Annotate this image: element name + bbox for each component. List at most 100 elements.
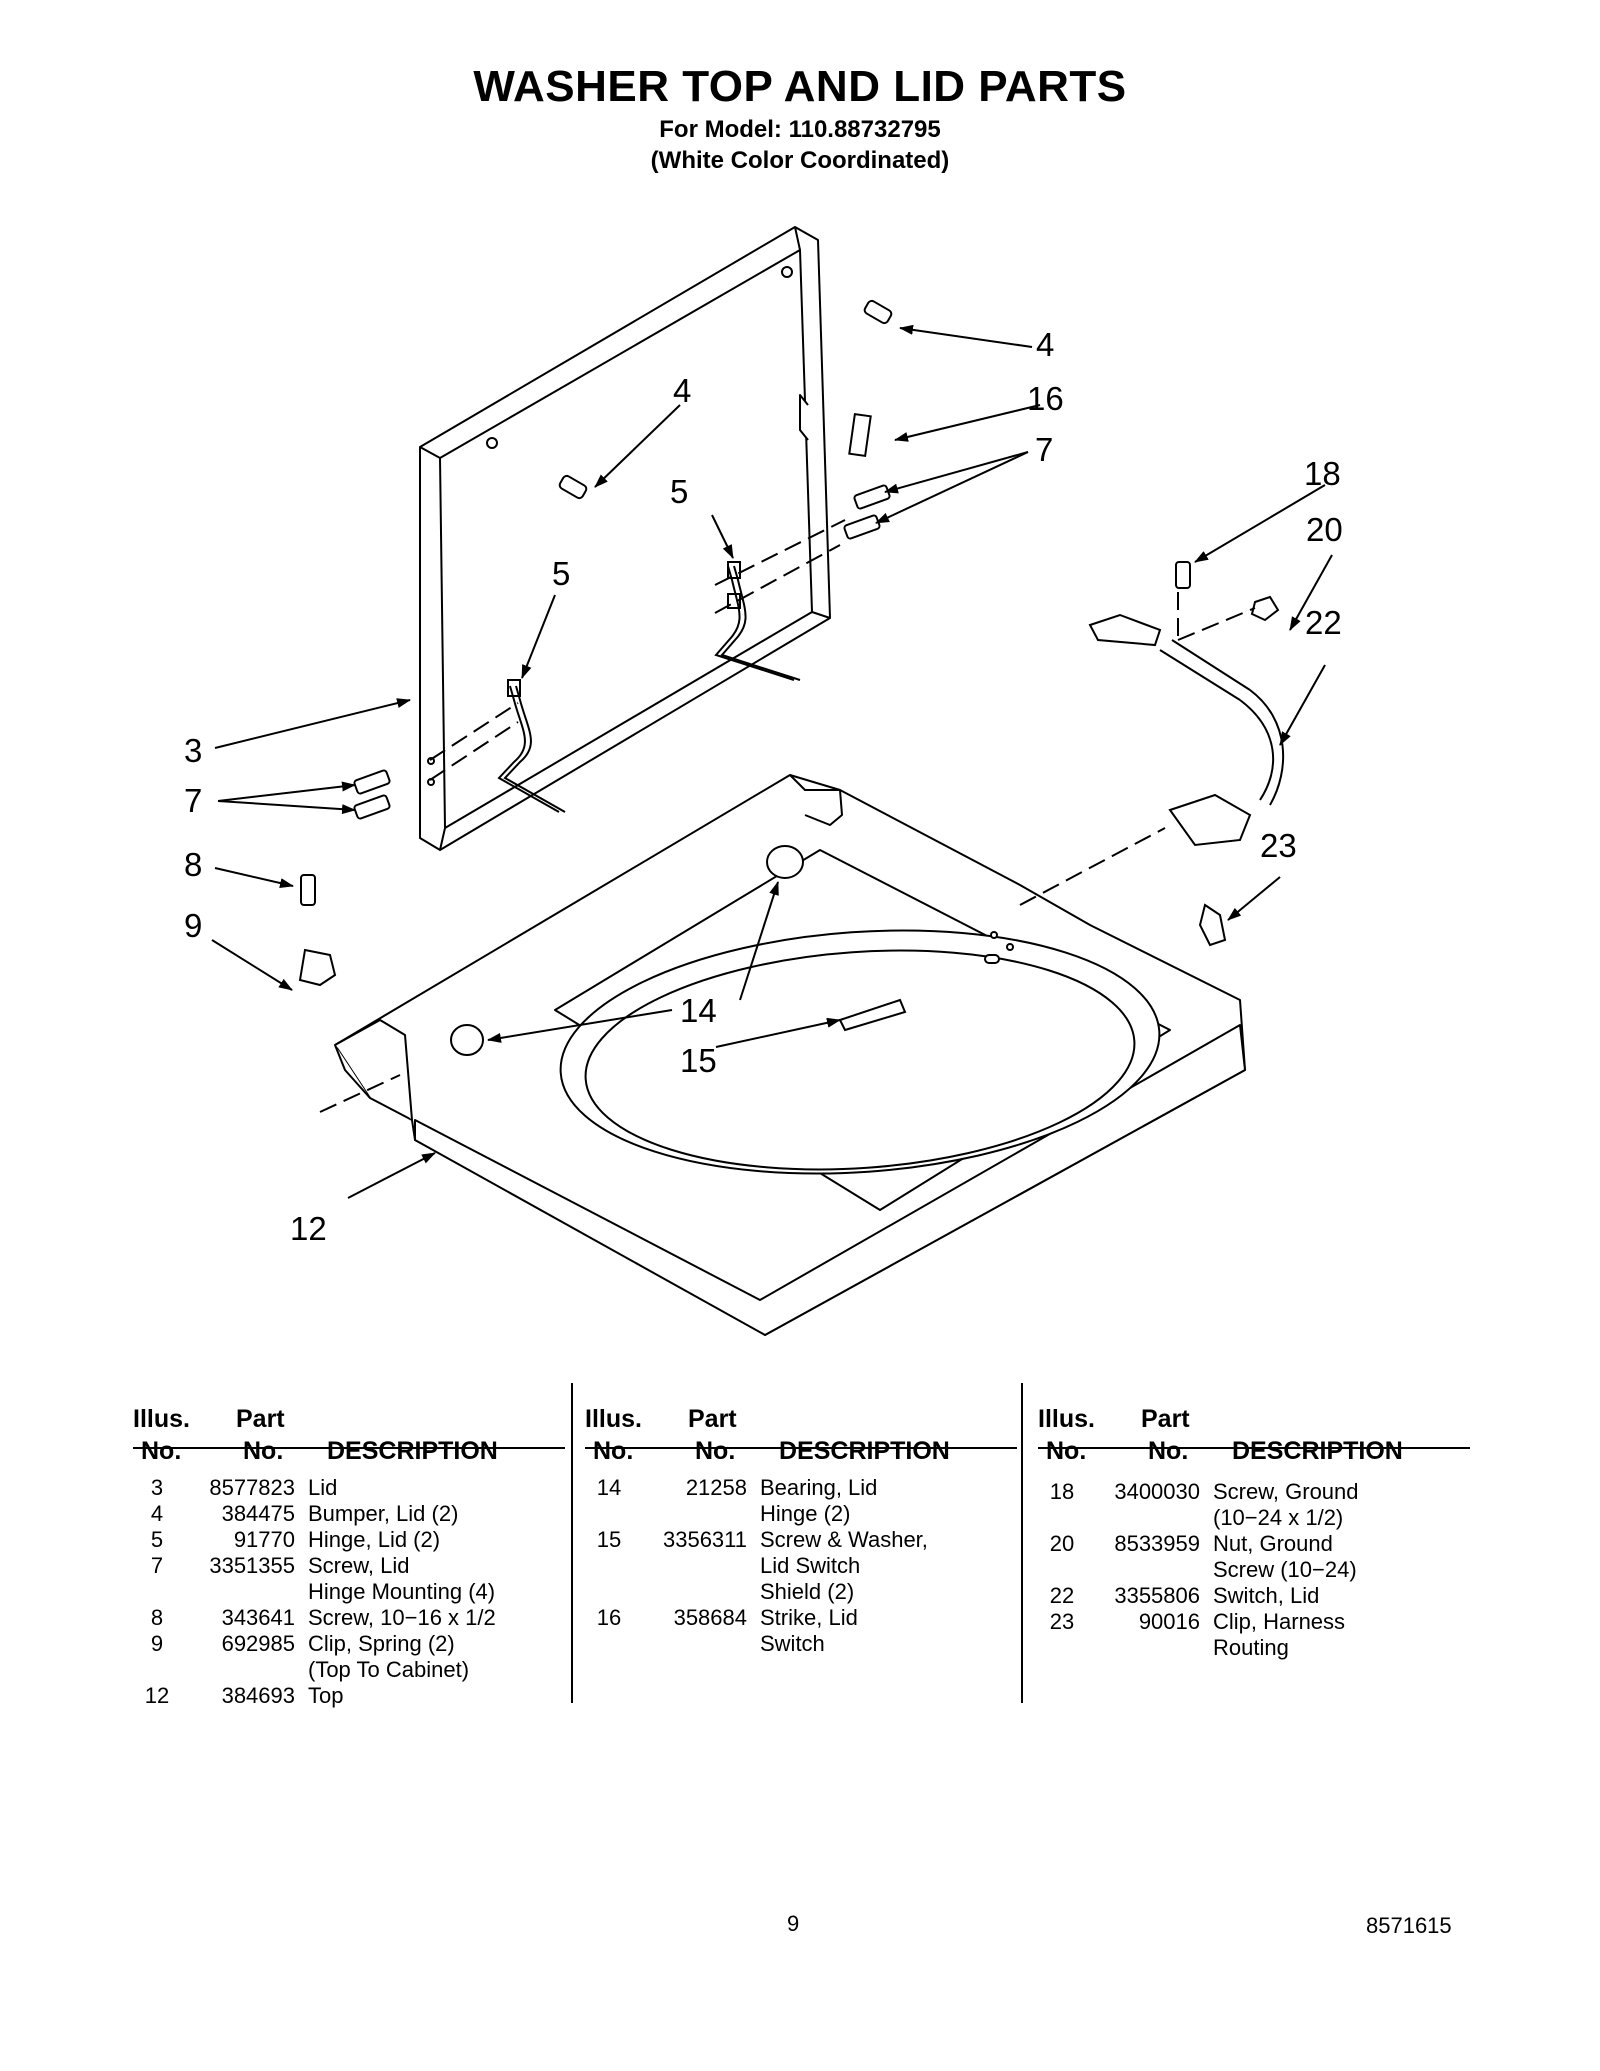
description-line: (10−24 x 1/2)	[1213, 1505, 1344, 1530]
parts-row: 4 384475 Bumper, Lid (2)	[133, 1501, 565, 1527]
description-line: Hinge, Lid (2)	[308, 1527, 441, 1552]
washer-top-drawing	[334, 774, 1246, 1336]
part-number: 8577823	[209, 1475, 295, 1500]
column-divider	[571, 1383, 573, 1703]
header-illus-2: No.	[141, 1437, 182, 1465]
illus-number: 4	[150, 1501, 164, 1526]
description-line: Clip, Spring (2)	[308, 1631, 455, 1656]
description-line: Screw & Washer,	[760, 1527, 928, 1552]
callout-7-lower: 7	[184, 782, 202, 819]
part-description: Bumper, Lid (2)	[295, 1501, 565, 1527]
part-number: 3355806	[1114, 1583, 1200, 1608]
leader-arrows	[211, 324, 1333, 1199]
description-line: Bumper, Lid (2)	[308, 1501, 459, 1526]
callout-9: 9	[184, 907, 202, 944]
description-line: Bearing, Lid	[760, 1475, 878, 1500]
callout-18: 18	[1304, 455, 1341, 492]
part-description: Switch, Lid	[1200, 1583, 1470, 1609]
part-description: Top	[295, 1683, 565, 1709]
part-number: 3356311	[662, 1527, 747, 1552]
description-line: (Top To Cabinet)	[308, 1657, 470, 1682]
header-illus-1: Illus.	[133, 1405, 190, 1433]
description-line: Lid	[308, 1475, 338, 1500]
callout-22: 22	[1305, 604, 1342, 641]
header-illus-1: Illus.	[585, 1405, 642, 1433]
parts-row: 8 343641 Screw, 10−16 x 1/2	[133, 1605, 565, 1631]
parts-row: 9 692985 Clip, Spring (2)(Top To Cabinet)	[133, 1631, 565, 1683]
table-header: Illus. No. Part No. DESCRIPTION	[1038, 1383, 1470, 1465]
description-line: Screw (10−24)	[1213, 1557, 1357, 1582]
page-title: WASHER TOP AND LID PARTS	[473, 62, 1127, 111]
header-description: DESCRIPTION	[779, 1437, 950, 1465]
header-part-1: Part	[688, 1405, 737, 1433]
part-number: 692985	[221, 1631, 295, 1656]
callout-12: 12	[290, 1210, 327, 1247]
header-part-2: No.	[1148, 1437, 1189, 1465]
illus-number: 9	[150, 1631, 164, 1656]
callout-4-upper: 4	[1036, 326, 1054, 363]
header-part-1: Part	[236, 1405, 285, 1433]
illus-number: 20	[1049, 1531, 1075, 1556]
part-number: 384475	[221, 1501, 295, 1526]
part-number: 384693	[221, 1683, 295, 1708]
part-number: 358684	[673, 1605, 747, 1630]
description-line: Hinge (2)	[760, 1501, 851, 1526]
color-line: (White Color Coordinated)	[650, 147, 950, 174]
description-line: Screw, Ground	[1213, 1479, 1359, 1504]
part-number: 91770	[233, 1527, 295, 1552]
description-line: Hinge Mounting (4)	[308, 1579, 496, 1604]
page-number: 9	[787, 1911, 800, 1936]
description-line: Screw, 10−16 x 1/2	[308, 1605, 496, 1630]
header-description: DESCRIPTION	[1232, 1437, 1403, 1465]
illus-number: 14	[596, 1475, 622, 1500]
document-number: 8571615	[1366, 1913, 1452, 1938]
part-description: Hinge, Lid (2)	[295, 1527, 565, 1553]
callout-4-lower: 4	[673, 372, 691, 409]
part-number: 8533959	[1114, 1531, 1200, 1556]
callout-23: 23	[1260, 827, 1297, 864]
illus-number: 23	[1049, 1609, 1075, 1634]
table-header: Illus. No. Part No. DESCRIPTION	[133, 1383, 565, 1465]
parts-row: 5 91770 Hinge, Lid (2)	[133, 1527, 565, 1553]
part-number: 21258	[685, 1475, 747, 1500]
description-line: Switch	[760, 1631, 825, 1656]
illus-number: 15	[596, 1527, 622, 1552]
part-description: Lid	[295, 1475, 565, 1501]
header-part-2: No.	[243, 1437, 284, 1465]
description-line: Switch, Lid	[1213, 1583, 1320, 1608]
description-line: Clip, Harness	[1213, 1609, 1346, 1634]
description-line: Routing	[1213, 1635, 1289, 1660]
part-description: Screw, Ground(10−24 x 1/2)	[1200, 1479, 1470, 1531]
model-line: For Model: 110.88732795	[659, 116, 941, 143]
part-number: 3400030	[1114, 1479, 1200, 1504]
hinge-rods-drawing	[497, 561, 801, 813]
header-illus-2: No.	[1046, 1437, 1087, 1465]
description-line: Screw, Lid	[308, 1553, 410, 1578]
callout-14: 14	[680, 992, 717, 1029]
illus-number: 5	[150, 1527, 164, 1552]
callout-15: 15	[680, 1042, 717, 1079]
part-number: 343641	[221, 1605, 295, 1630]
illus-number: 8	[150, 1605, 164, 1630]
illus-number: 16	[596, 1605, 622, 1630]
illus-number: 7	[150, 1553, 164, 1578]
description-line: Nut, Ground	[1213, 1531, 1333, 1556]
table-header: Illus. No. Part No. DESCRIPTION	[585, 1383, 1017, 1465]
